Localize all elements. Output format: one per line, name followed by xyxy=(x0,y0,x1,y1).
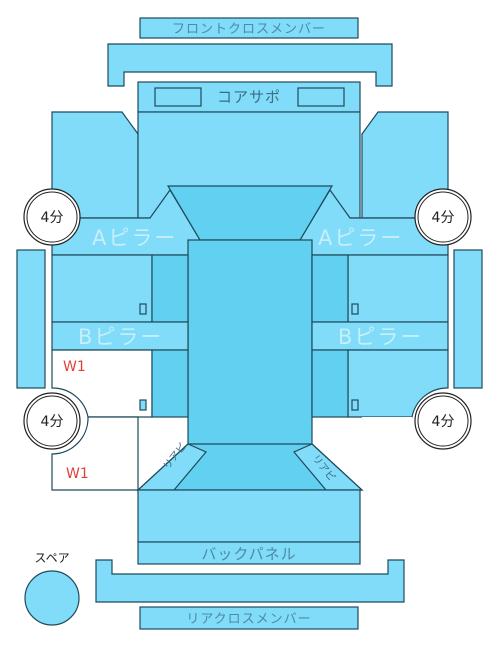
trunk-floor xyxy=(137,489,361,543)
right-side-sill xyxy=(453,249,483,389)
right-handle-front xyxy=(351,303,359,315)
back-panel xyxy=(137,541,361,565)
right-a-pillar-label: Aピラー xyxy=(318,226,403,250)
left-rear-quarter xyxy=(51,416,139,491)
rear-cross-member-label: リアクロスメンバー xyxy=(186,612,311,627)
left-front-door xyxy=(51,254,153,323)
core-support-headlight-right xyxy=(297,87,345,107)
time-badge-front-right-text: 4分 xyxy=(432,210,455,226)
left-a-pillar-label: Aピラー xyxy=(92,226,177,250)
weld-mark-upper: W1 xyxy=(63,359,86,375)
time-badge-front-left-text: 4分 xyxy=(41,210,64,226)
front-cross-member-bar xyxy=(139,17,359,39)
left-front-door-pillar xyxy=(151,254,189,323)
left-b-pillar xyxy=(51,321,189,351)
left-rear-door-pillar xyxy=(151,349,189,418)
right-b-pillar-label: Bピラー xyxy=(338,325,423,349)
time-badge-rear-right-text: 4分 xyxy=(432,414,455,430)
time-badge-rear-left: 4分 xyxy=(23,392,81,450)
time-badge-front-left: 4分 xyxy=(23,188,81,246)
front-cross-member-label: フロントクロスメンバー xyxy=(172,22,326,37)
left-handle-rear xyxy=(139,399,147,411)
left-handle-front xyxy=(139,303,147,315)
front-bumper-bracket xyxy=(107,43,393,87)
time-badge-rear-right: 4分 xyxy=(414,392,472,450)
rear-bumper-bracket xyxy=(95,559,405,603)
time-badge-rear-left-text: 4分 xyxy=(41,414,64,430)
core-support-headlight-left xyxy=(154,87,202,107)
weld-mark-lower: W1 xyxy=(66,466,89,482)
back-panel-label: バックパネル xyxy=(201,545,296,563)
core-support-label: コアサポ xyxy=(217,88,281,106)
right-front-door-pillar xyxy=(311,254,349,323)
time-badge-front-right: 4分 xyxy=(414,188,472,246)
spare-label: スペア xyxy=(34,551,69,565)
right-handle-rear xyxy=(351,399,359,411)
right-rear-door-pillar xyxy=(311,349,349,418)
right-rear-door xyxy=(347,349,449,418)
right-b-pillar xyxy=(311,321,449,351)
left-b-pillar-label: Bピラー xyxy=(78,325,163,349)
right-rear-quarter xyxy=(362,417,448,490)
rear-cross-member-bar xyxy=(139,606,359,630)
left-side-sill xyxy=(16,249,46,389)
spare-tire xyxy=(24,570,80,626)
roof-panel xyxy=(187,239,313,453)
right-front-door xyxy=(347,254,449,323)
